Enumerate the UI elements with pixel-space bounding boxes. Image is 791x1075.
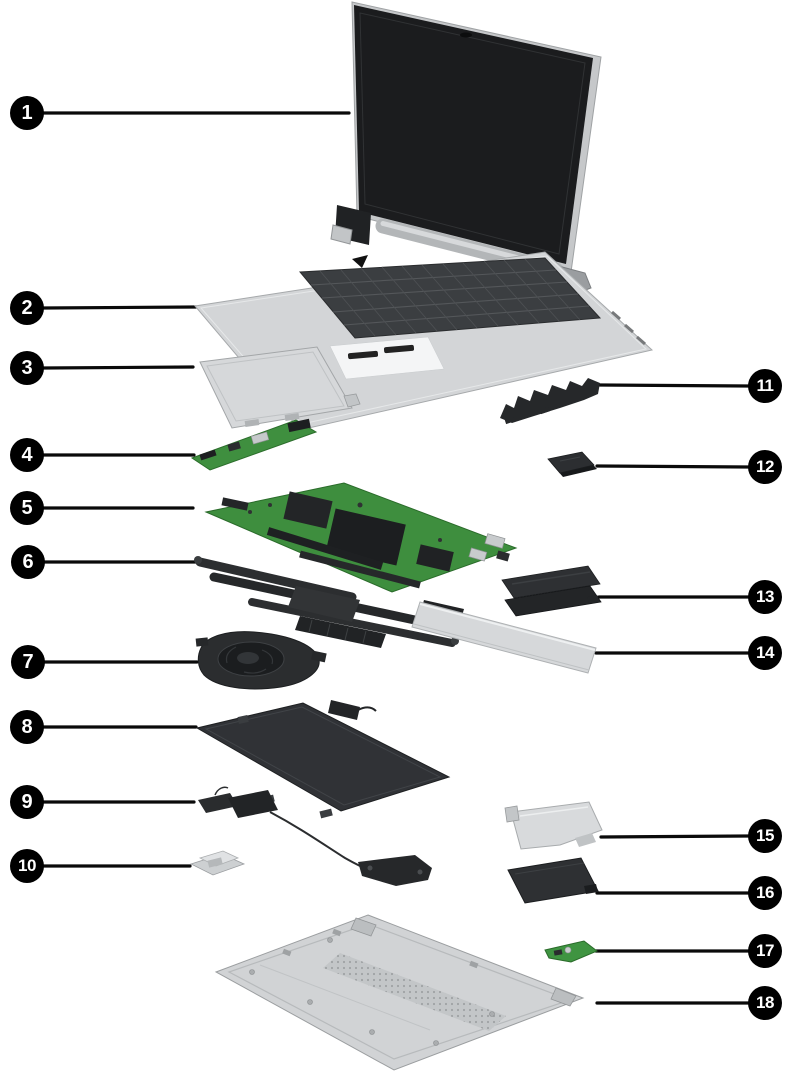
usb-port — [468, 547, 488, 562]
part-ssd — [507, 857, 599, 904]
touchpad-cutout — [329, 336, 445, 380]
leader-line-15 — [599, 834, 750, 839]
display-screen — [354, 5, 593, 264]
side-port-notches — [611, 310, 646, 346]
part-speakers — [198, 786, 432, 886]
callout-6: 6 — [11, 545, 45, 579]
usb-port — [484, 533, 506, 549]
callout-5: 5 — [10, 491, 44, 525]
part-ssd-bracket — [504, 801, 603, 850]
leader-line-3 — [42, 365, 195, 370]
part-fingerprint-bracket — [189, 850, 246, 876]
callout-9: 9 — [10, 785, 44, 819]
leader-line-12 — [595, 464, 750, 469]
webcam-dot — [460, 32, 472, 38]
speaker-cable — [269, 811, 361, 867]
part-shield-plate — [411, 601, 597, 674]
part-system-board — [204, 482, 518, 593]
callout-3: 3 — [10, 351, 44, 385]
callout-12: 12 — [748, 450, 782, 484]
callout-2: 2 — [10, 291, 44, 325]
callout-11: 11 — [748, 369, 782, 403]
callout-4: 4 — [10, 438, 44, 472]
part-bottom-cover — [214, 914, 585, 1071]
callout-17: 17 — [748, 934, 782, 968]
callout-14: 14 — [748, 636, 782, 670]
callout-15: 15 — [748, 819, 782, 853]
part-bracket — [500, 378, 600, 425]
callout-1: 1 — [10, 96, 44, 130]
part-ssd-with-shield — [501, 565, 602, 617]
part-display-assembly — [330, 1, 602, 295]
callout-13: 13 — [748, 580, 782, 614]
callout-10: 10 — [10, 849, 44, 883]
part-module — [547, 451, 597, 477]
callout-7: 7 — [11, 645, 45, 679]
part-fan — [195, 631, 327, 690]
keyboard — [298, 257, 602, 339]
part-sensor-board — [544, 940, 598, 963]
part-touchpad — [199, 346, 361, 429]
leader-lines — [42, 111, 750, 1005]
keyboard-columns — [319, 258, 581, 337]
callout-18: 18 — [748, 986, 782, 1020]
callout-16: 16 — [748, 876, 782, 910]
leader-line-2 — [42, 305, 198, 310]
hinge-marker — [352, 255, 368, 268]
part-io-board — [190, 418, 318, 471]
leader-line-11 — [598, 383, 750, 388]
callout-8: 8 — [10, 710, 44, 744]
battery-connector — [328, 700, 360, 720]
